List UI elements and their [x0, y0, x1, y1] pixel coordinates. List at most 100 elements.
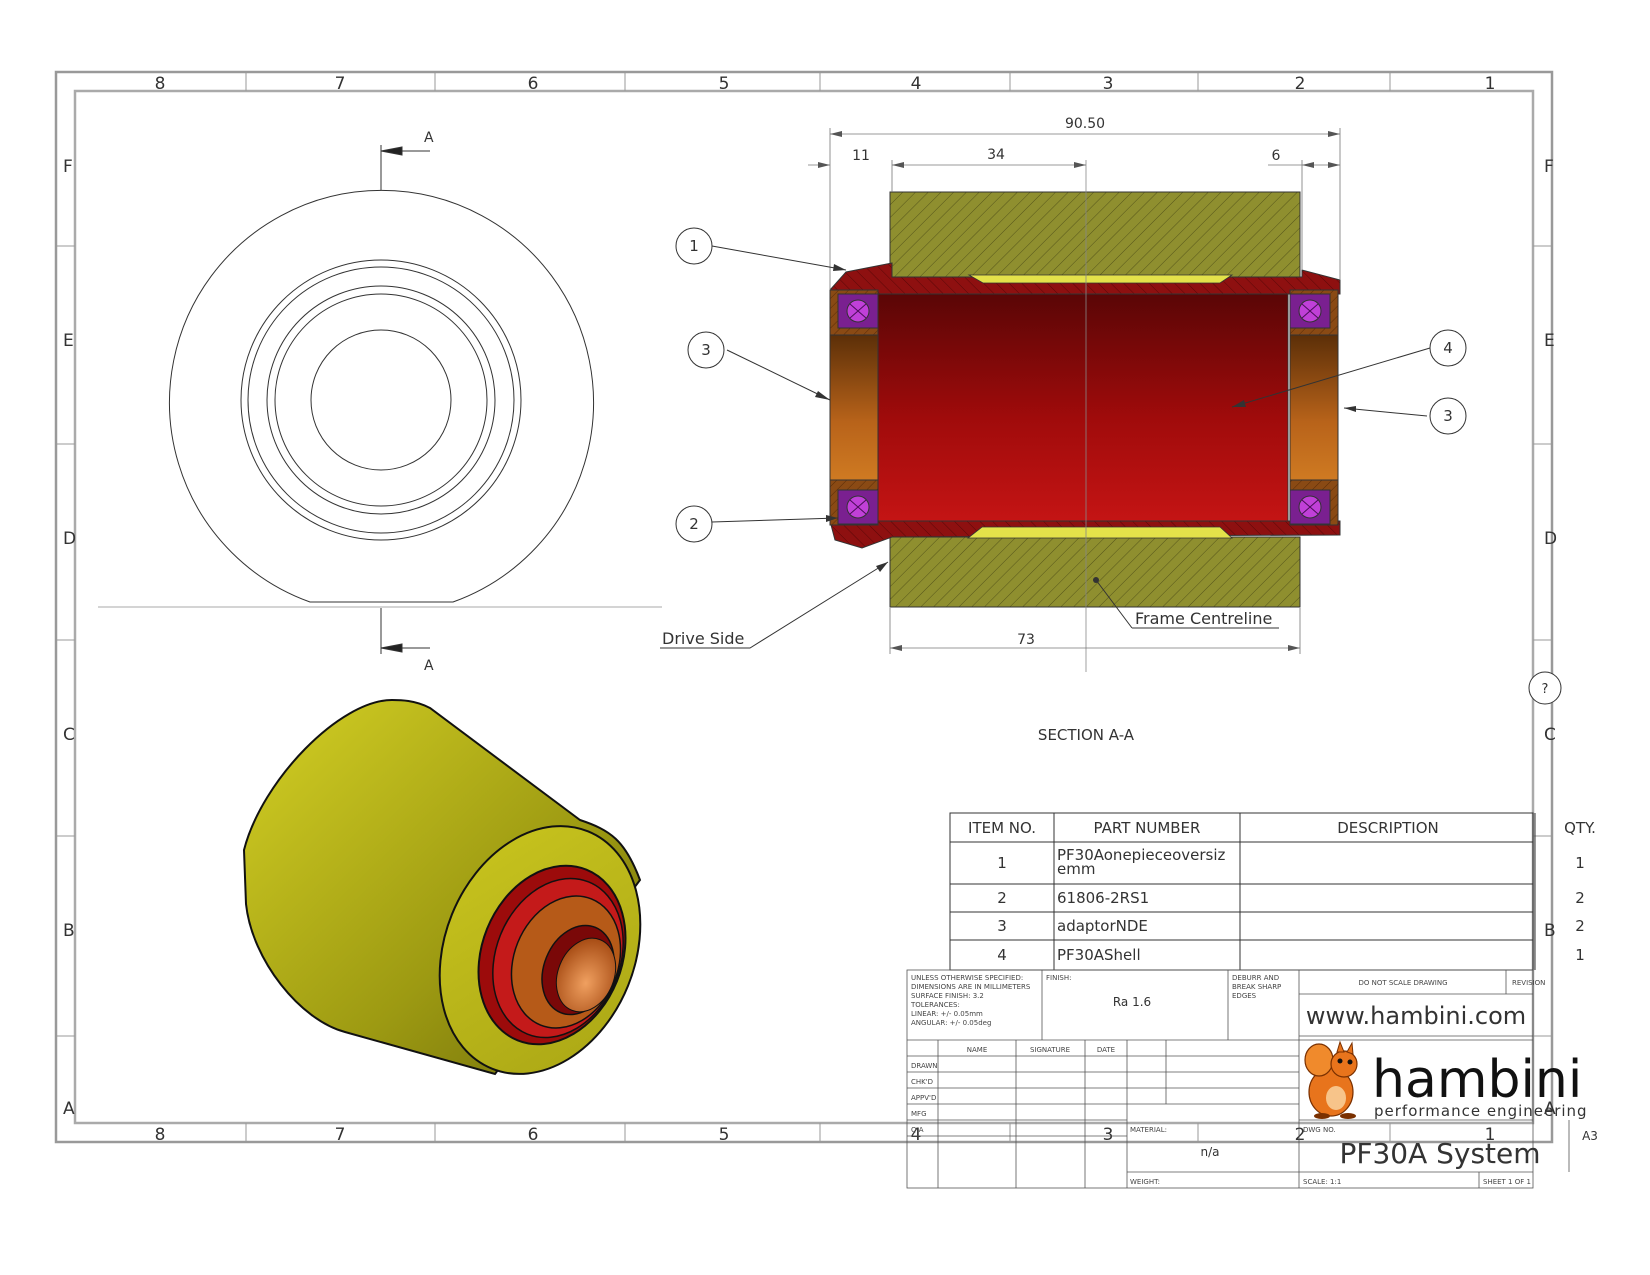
zone-column-top: 5: [719, 74, 730, 94]
logo-tagline: performance engineering: [1374, 1102, 1588, 1120]
website: www.hambini.com: [1306, 1002, 1526, 1030]
section-marker-bottom: A: [424, 658, 434, 674]
dimension-lines: [808, 128, 1341, 654]
bom-qty: 1: [1575, 854, 1585, 872]
balloon-2: 2: [689, 515, 699, 533]
zone-column-bottom: 7: [335, 1125, 346, 1145]
material-value: n/a: [1200, 1145, 1219, 1159]
zone-row-left: A: [63, 1099, 75, 1119]
spec-note-line: UNLESS OTHERWISE SPECIFIED:: [911, 974, 1023, 982]
bom-qty: 1: [1575, 946, 1585, 964]
signature-header: SIGNATURE: [1030, 1046, 1070, 1054]
zone-column-bottom: 8: [155, 1125, 166, 1145]
bom-qty: 2: [1575, 917, 1585, 935]
dim-bearing-to-centre: 34: [987, 147, 1005, 163]
zone-column-bottom: 5: [719, 1125, 730, 1145]
bom-item-no: 4: [997, 946, 1007, 964]
zone-column-top: 8: [155, 74, 166, 94]
bom-header: ITEM NO.: [968, 819, 1036, 837]
balloon-3-right: 3: [1443, 407, 1453, 425]
material-label: MATERIAL:: [1130, 1126, 1167, 1134]
dim-right-offset: 6: [1272, 148, 1281, 164]
signature-header: NAME: [967, 1046, 988, 1054]
signature-header: DATE: [1097, 1046, 1115, 1054]
bom-header: DESCRIPTION: [1337, 819, 1439, 837]
finish-label: FINISH:: [1046, 974, 1071, 982]
bearing-right-top: [1289, 293, 1331, 329]
zone-column-bottom: 4: [911, 1125, 922, 1145]
dim-overall: 90.50: [1065, 116, 1105, 132]
zone-row-right: F: [1544, 157, 1554, 177]
drawing-title: PF30A System: [1339, 1137, 1540, 1170]
zone-column-top: 2: [1295, 74, 1306, 94]
zone-row-right: D: [1544, 529, 1557, 549]
deburr-note-line: DEBURR AND: [1232, 974, 1279, 982]
balloon-1: 1: [689, 237, 699, 255]
title-block: [906, 969, 1570, 1189]
section-title: SECTION A-A: [1038, 726, 1135, 744]
zone-column-top: 3: [1103, 74, 1114, 94]
drive-side-label: Drive Side: [662, 629, 744, 648]
revision-label: REVISION: [1512, 979, 1545, 987]
zone-column-bottom: 3: [1103, 1125, 1114, 1145]
finish-value: Ra 1.6: [1113, 995, 1151, 1009]
spec-note-line: ANGULAR: +/- 0.05deg: [911, 1019, 991, 1027]
do-not-scale: DO NOT SCALE DRAWING: [1358, 979, 1447, 987]
zone-row-left: B: [63, 921, 75, 941]
leader-arrowheads: [815, 264, 1356, 583]
deburr-note-line: EDGES: [1232, 992, 1257, 1000]
signature-row-label: CHK'D: [911, 1078, 933, 1086]
weight-label: WEIGHT:: [1130, 1178, 1160, 1186]
spec-note-line: SURFACE FINISH: 3.2: [911, 992, 984, 1000]
spec-note-line: TOLERANCES:: [910, 1001, 960, 1009]
zone-column-bottom: 2: [1295, 1125, 1306, 1145]
zone-column-top: 1: [1485, 74, 1496, 94]
dim-left-offset: 11: [852, 148, 870, 164]
deburr-note-line: BREAK SHARP: [1232, 983, 1281, 991]
bom-item-no: 3: [997, 917, 1007, 935]
frame-top-hatch: [889, 191, 1301, 278]
balloon-3-left: 3: [701, 341, 711, 359]
section-marker-top: A: [424, 130, 434, 146]
spec-notes: UNLESS OTHERWISE SPECIFIED:DIMENSIONS AR…: [910, 974, 1031, 1027]
front-view: [98, 145, 662, 654]
bom-part-number-cont: emm: [1057, 860, 1095, 878]
bom-header: PART NUMBER: [1094, 819, 1201, 837]
frame-centreline-label: Frame Centreline: [1135, 609, 1272, 628]
zone-row-right: E: [1544, 331, 1555, 351]
zone-row-right: A: [1544, 1099, 1556, 1119]
bom-part-number: 61806-2RS1: [1057, 889, 1149, 907]
dimension-arrowheads: [818, 131, 1340, 651]
zone-column-top: 7: [335, 74, 346, 94]
zone-row-right: B: [1544, 921, 1556, 941]
zone-row-right: C: [1544, 725, 1556, 745]
signature-row-label: MFG: [911, 1110, 927, 1118]
leader-lines: [660, 245, 1431, 649]
adaptor-left: [829, 334, 879, 481]
signature-headers: NAME SIGNATURE DATE: [967, 1046, 1115, 1054]
bom-qty: 2: [1575, 889, 1585, 907]
balloon-4: 4: [1443, 339, 1453, 357]
section-view: [829, 160, 1341, 672]
zone-column-bottom: 1: [1485, 1125, 1496, 1145]
bearing-left-bottom: [837, 489, 879, 525]
spec-note-line: DIMENSIONS ARE IN MILLIMETERS: [911, 983, 1031, 991]
bom-header: QTY.: [1564, 819, 1596, 837]
zone-column-top: 6: [528, 74, 539, 94]
bom-part-number: PF30AShell: [1057, 946, 1141, 964]
zone-row-left: C: [63, 725, 75, 745]
zone-column-bottom: 6: [528, 1125, 539, 1145]
zone-column-top: 4: [911, 74, 922, 94]
signature-row-label: DRAWN: [911, 1062, 938, 1070]
sheet-size: A3: [1582, 1129, 1598, 1143]
shell-body: [877, 293, 1289, 522]
signature-row-label: APPV'D: [911, 1094, 936, 1102]
scale-label: SCALE: 1:1: [1303, 1178, 1341, 1186]
isometric-view: [242, 698, 642, 1076]
bom-part-number: adaptorNDE: [1057, 917, 1148, 935]
logo-name: hambini: [1372, 1050, 1582, 1110]
adaptor-right: [1289, 334, 1339, 481]
bom-item-no: 1: [997, 854, 1007, 872]
